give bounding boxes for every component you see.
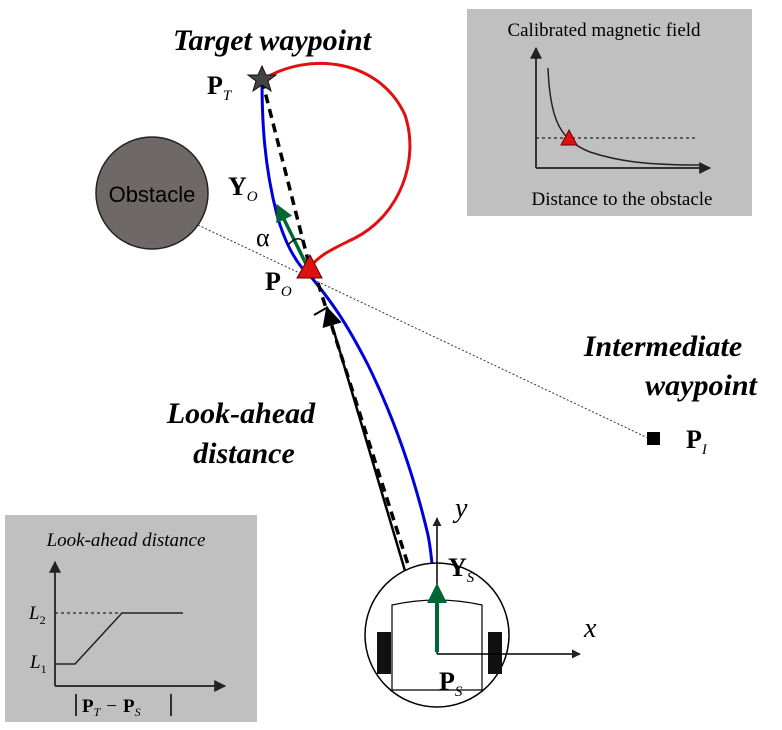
target-waypoint-label: Target waypoint	[173, 24, 373, 57]
label-alpha: α	[256, 223, 270, 252]
robot-right-wheel	[488, 632, 502, 674]
magnetic-inset-background	[467, 9, 752, 216]
lookahead-l2-label: L2	[28, 603, 46, 627]
look-ahead-label-2: distance	[193, 437, 295, 470]
magnetic-inset-title: Calibrated magnetic field	[507, 20, 701, 41]
magnetic-threshold-marker	[560, 128, 578, 146]
robot-chassis	[391, 599, 483, 691]
label-yo: YO	[228, 172, 258, 205]
target-direction-line	[260, 79, 312, 269]
magnetic-inset-xlabel: Distance to the obstacle	[532, 189, 713, 210]
magnetic-field-inset: Calibrated magnetic field Distance to th…	[467, 9, 752, 216]
intermediate-waypoint-label-1: Intermediate	[583, 330, 742, 363]
label-pi: PI	[686, 425, 708, 458]
look-ahead-tick	[313, 306, 329, 316]
intermediate-waypoint-label-2: waypoint	[645, 369, 758, 402]
lookahead-xlabel: PT−PS	[82, 696, 141, 719]
lookahead-curve	[55, 612, 183, 665]
robot-left-wheel	[377, 632, 391, 674]
avoidance-arc	[261, 61, 412, 269]
magnetic-decay-curve	[547, 67, 701, 166]
lookahead-inset-title: Look-ahead distance	[46, 530, 206, 551]
obstacle-waypoint-marker	[296, 253, 323, 279]
label-axis-y: y	[452, 493, 468, 524]
look-ahead-label-1: Look-ahead	[166, 397, 316, 430]
label-ps: PS	[439, 667, 463, 700]
obstacle: Obstacle	[95, 136, 209, 250]
heading-arrow-yo	[276, 203, 310, 269]
alpha-angle-arc	[287, 238, 303, 246]
label-pt: PT	[207, 71, 233, 104]
label-ys: YS	[448, 553, 475, 586]
lookahead-l1-label: L1	[29, 652, 47, 676]
intermediate-waypoint-marker	[647, 432, 660, 445]
robot	[364, 517, 581, 708]
obstacle-circle	[95, 136, 209, 250]
label-axis-x: x	[583, 613, 597, 644]
label-po: PO	[265, 267, 292, 300]
lookahead-inset: Look-ahead distance L2 L1 PT−PS	[5, 515, 257, 722]
obstacle-label: Obstacle	[109, 182, 196, 207]
target-star-icon	[246, 64, 278, 93]
